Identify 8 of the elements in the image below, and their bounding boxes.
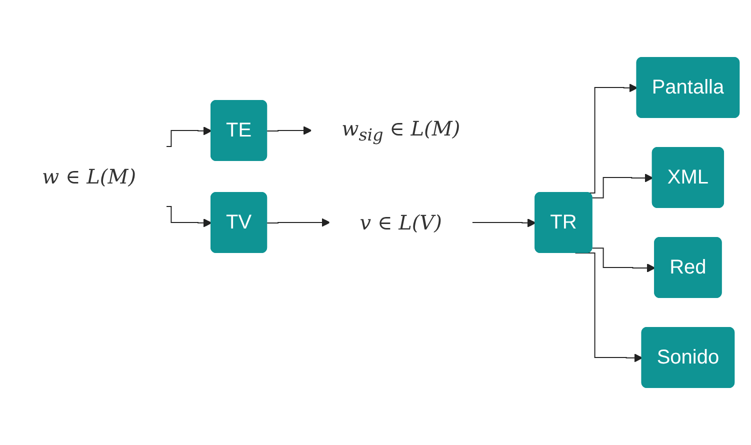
arrow [471,218,536,228]
arrow [266,218,330,227]
node-text: v ∈ L(V) [360,210,442,234]
node-text: w$_{sig}$ ∈ L(M) [342,116,460,144]
node-text: w ∈ L(M) [42,164,136,188]
arrow [266,126,312,135]
arrow [592,174,654,198]
arrow [592,248,656,272]
